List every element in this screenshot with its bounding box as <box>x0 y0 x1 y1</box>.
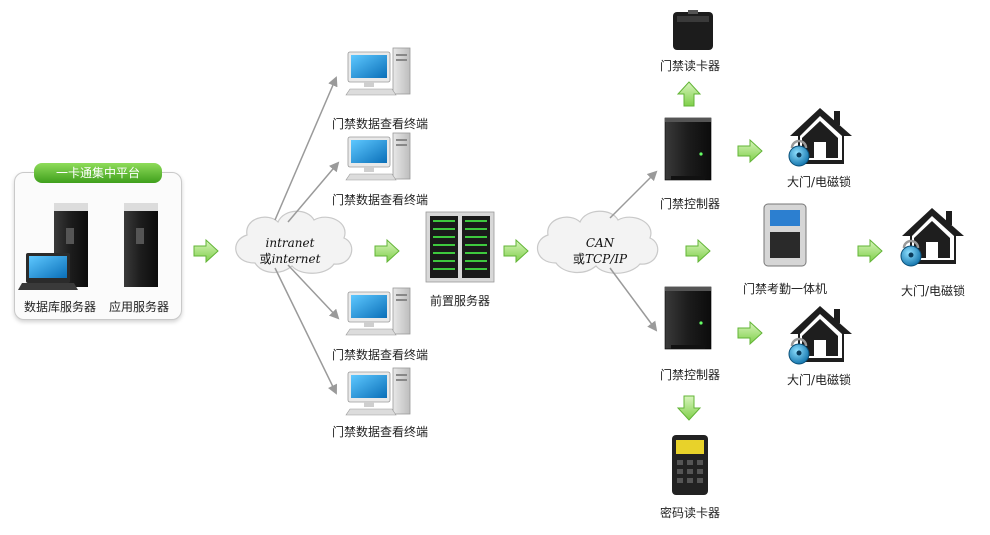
platform-title: 一卡通集中平台 <box>34 163 162 183</box>
arrow-down-icon <box>677 395 701 421</box>
link-line <box>274 267 337 395</box>
cloud-line2-prefix: 或 <box>572 252 585 266</box>
arrow-right-icon <box>737 321 763 345</box>
card-reader-icon <box>673 10 713 50</box>
arrow-right-icon <box>737 139 763 163</box>
can-tcp-cloud <box>537 210 659 274</box>
attendance-label: 门禁考勤一体机 <box>742 282 827 296</box>
internet-cloud-label: intranet 或internet <box>250 235 330 267</box>
link-line <box>609 170 658 219</box>
arrow-right-icon <box>685 239 711 263</box>
password-reader-label: 密码读卡器 <box>659 506 720 520</box>
cloud-line2-word: internet <box>271 252 321 266</box>
door-bottom-label: 大门/电磁锁 <box>786 373 852 387</box>
link-line <box>609 267 658 332</box>
terminal-computer-icon <box>345 47 411 96</box>
arrow-right-icon <box>193 239 219 263</box>
app-server-icon <box>124 203 158 287</box>
controller-icon <box>664 117 712 181</box>
front-server-label: 前置服务器 <box>429 294 490 308</box>
cloud-line2-prefix: 或 <box>259 252 272 266</box>
arrow-right-icon <box>503 239 529 263</box>
terminal-computer-icon <box>345 367 411 416</box>
card-reader-label: 门禁读卡器 <box>659 59 720 73</box>
terminal-label: 门禁数据查看终端 <box>331 348 428 362</box>
door-lock-icon <box>787 304 854 366</box>
link-line <box>287 161 340 223</box>
terminal-label: 门禁数据查看终端 <box>331 117 428 131</box>
controller-bottom-label: 门禁控制器 <box>659 368 720 382</box>
cloud-line2-word: TCP/IP <box>584 252 628 266</box>
controller-icon <box>664 286 712 350</box>
controller-top-label: 门禁控制器 <box>659 197 720 211</box>
can-cloud-label: CAN 或TCP/IP <box>558 235 642 267</box>
arrow-right-icon <box>857 239 883 263</box>
door-lock-icon <box>899 206 966 268</box>
cloud-line1: CAN <box>585 236 615 250</box>
door-mid-label: 大门/电磁锁 <box>900 284 966 298</box>
terminal-computer-icon <box>345 132 411 181</box>
app-server-label: 应用服务器 <box>108 300 169 314</box>
db-server-label: 数据库服务器 <box>23 300 96 314</box>
db-server-icon <box>18 203 88 290</box>
cloud-line1: intranet <box>265 236 315 250</box>
link-line <box>287 264 340 320</box>
terminal-label: 门禁数据查看终端 <box>331 193 428 207</box>
front-server-icon <box>425 211 495 283</box>
door-top-label: 大门/电磁锁 <box>786 175 852 189</box>
arrow-up-icon <box>677 81 701 107</box>
arrow-right-icon <box>374 239 400 263</box>
internet-cloud <box>235 210 353 274</box>
terminal-label: 门禁数据查看终端 <box>331 425 428 439</box>
password-reader-icon <box>672 435 708 495</box>
terminal-computer-icon <box>345 287 411 336</box>
attendance-machine-icon <box>763 203 807 267</box>
link-line <box>274 76 338 221</box>
door-lock-icon <box>787 106 854 168</box>
